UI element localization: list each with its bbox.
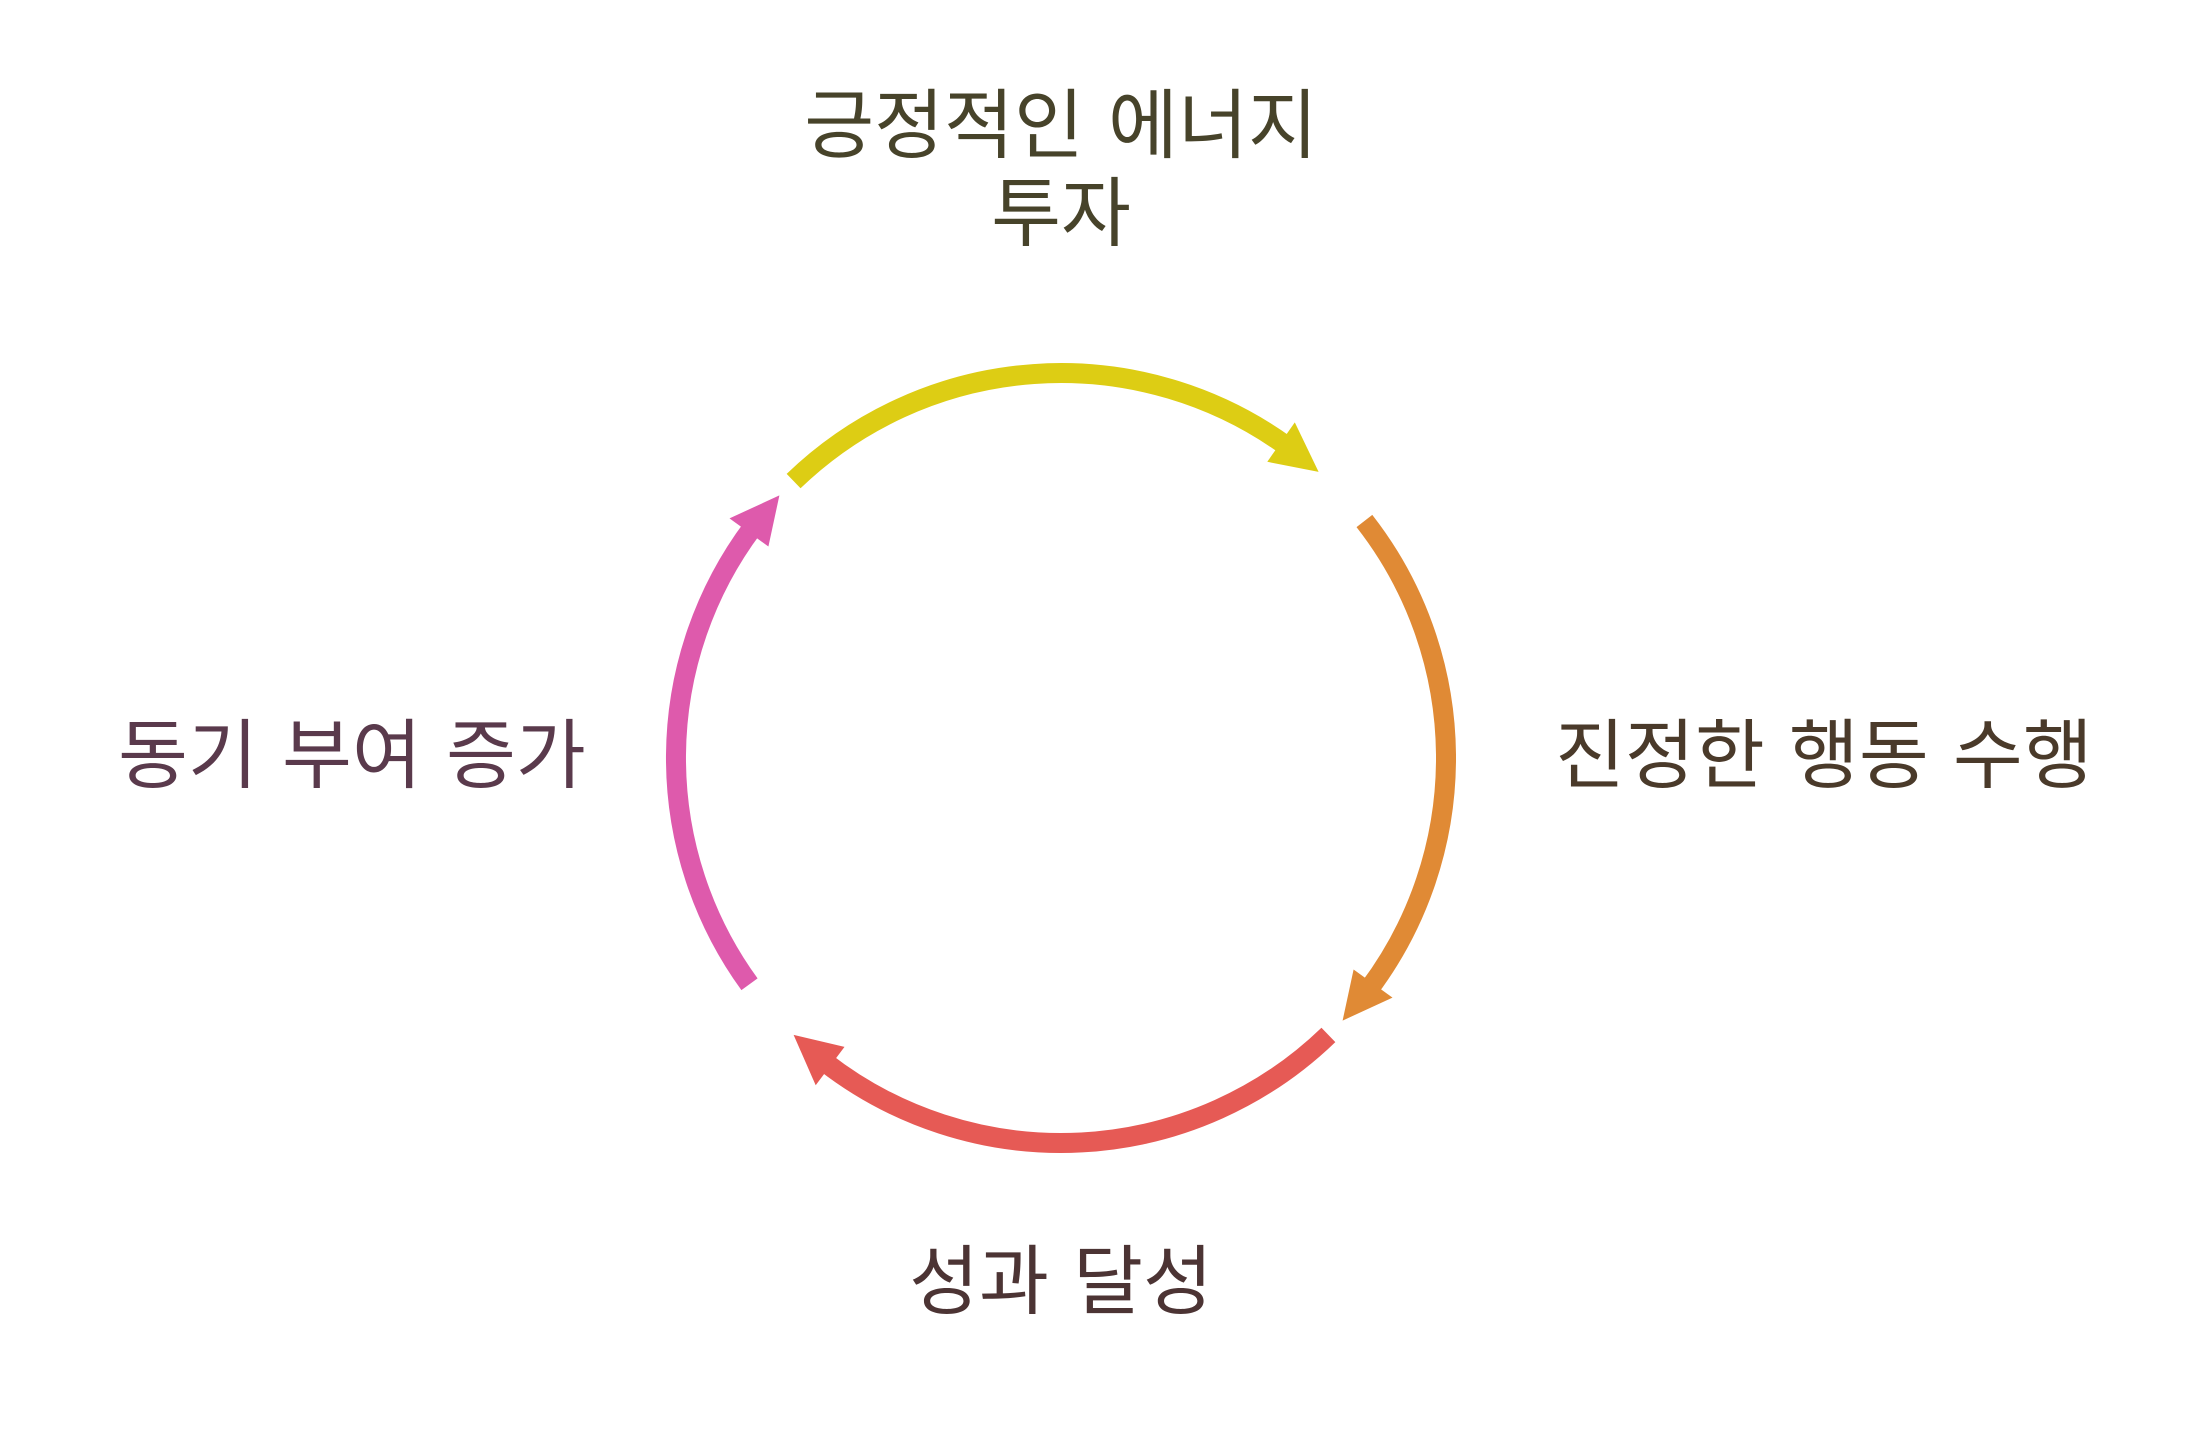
arrow-top-body	[786, 363, 1293, 489]
node-label-bottom: 성과 달성	[909, 1238, 1213, 1326]
arrow-left-head	[729, 495, 780, 547]
arrow-bottom-body	[818, 1027, 1336, 1153]
node-label-left-line-1: 동기 부여 증가	[118, 711, 586, 800]
node-label-top-line-1: 긍정적인 에너지	[804, 81, 1318, 170]
arrow-top-head	[1267, 422, 1319, 472]
node-label-top: 긍정적인 에너지 투자	[804, 82, 1318, 258]
node-label-right-line-1: 진정한 행동 수행	[1555, 711, 2093, 800]
arrow-bottom-head	[793, 1034, 845, 1086]
node-label-bottom-line-1: 성과 달성	[909, 1237, 1213, 1326]
arrow-right-body	[1356, 514, 1456, 995]
arrow-left-body	[665, 521, 761, 991]
node-label-right: 진정한 행동 수행	[1555, 712, 2093, 800]
node-label-top-line-2: 투자	[991, 169, 1131, 258]
arrow-right-head	[1342, 969, 1393, 1021]
node-label-left: 동기 부여 증가	[118, 712, 586, 800]
